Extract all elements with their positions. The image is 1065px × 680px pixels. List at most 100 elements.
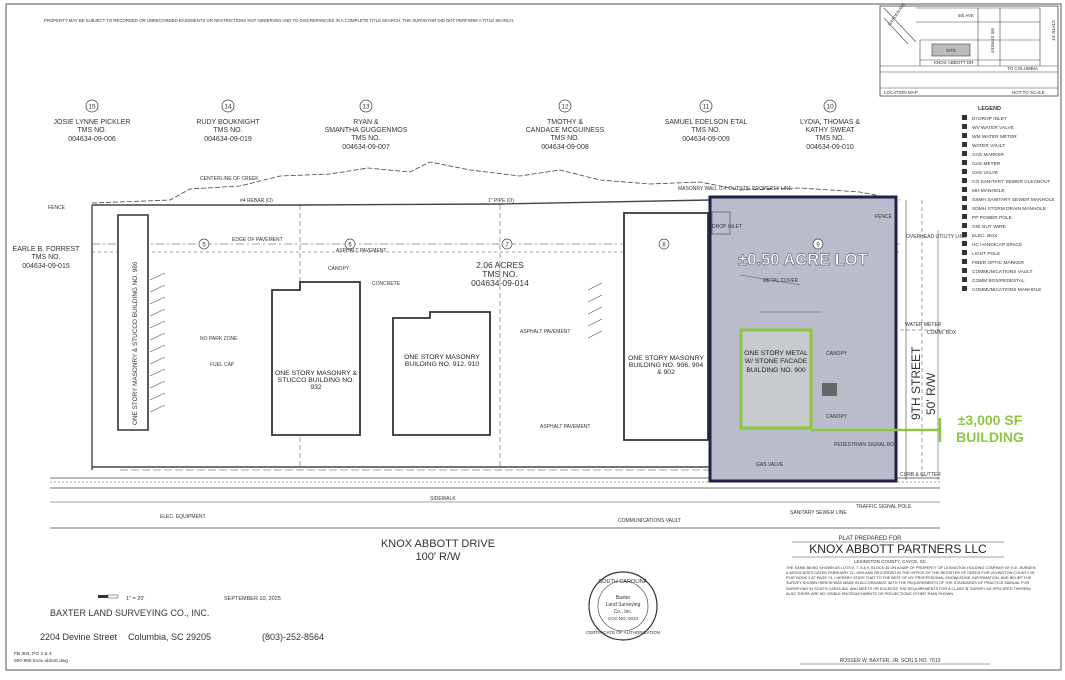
legend-item: WV WATER VALVE [962, 124, 1014, 131]
surveyor-seal [588, 571, 658, 641]
legend-symbol [962, 133, 967, 138]
legend-symbol [962, 205, 967, 210]
label-pipe: 1" PIPE (O) [488, 198, 514, 204]
legend-item: GAS MARKER [962, 151, 1005, 158]
owner-name: TMOTHY & [547, 119, 583, 126]
legend-symbol [962, 223, 967, 228]
building-986: ONE STORY MASONRY & STUCCO BUILDING NO. … [117, 214, 149, 431]
label-metal-cover: METAL COVER [763, 278, 799, 284]
legend-symbol [962, 241, 967, 246]
knox-abbott-name: KNOX ABBOTT DRIVE [381, 538, 495, 550]
label-comm-vault: COMMUNICATIONS VAULT [618, 518, 681, 524]
owner-number: 10 [826, 104, 834, 111]
legend-label: GAS VALVE [972, 170, 998, 176]
legend-item: GW GUY WIRE [962, 223, 1006, 230]
owner-name: KATHY SWEAT [805, 127, 855, 134]
svg-text:7: 7 [505, 243, 509, 249]
legend-symbol [962, 151, 967, 156]
legend-item: ELEC. BOX [962, 232, 998, 239]
parcel-id: 004634-09-014 [471, 278, 529, 288]
owner-number: 11 [703, 104, 710, 111]
west-owner: EARLE B. FORREST TMS NO. 004634-09-015 [13, 246, 81, 270]
legend-label: GW GUY WIRE [972, 224, 1006, 230]
building-912: ONE STORY MASONRY BUILDING NO. 912, 910 [392, 311, 491, 436]
parcel-acres: 2.06 ACRES [476, 260, 524, 270]
owner-tms: TMS NO. [77, 127, 106, 134]
label-canopy-3: CANOPY [826, 414, 848, 420]
location-to-columbia: TO COLUMBIA [1007, 66, 1038, 71]
label-drop-inlet: DROP INLET [712, 224, 742, 230]
label-sewer: SANITARY SEWER LINE [790, 510, 847, 516]
legend-label: WATER VAULT [972, 143, 1005, 149]
legend-symbol [962, 232, 967, 237]
label-water-meter: WATER METER [905, 322, 942, 328]
legend-item: MH MANHOLE [962, 187, 1005, 194]
legend-symbol [962, 268, 967, 273]
seal-line2: Land Surveying [606, 602, 641, 608]
legend-label: LIGHT POLE [972, 251, 1000, 257]
owner-name: JOSIE LYNNE PICKLER [54, 119, 131, 126]
location-map: SITE 5th AVE KNOX ABBOTT DR. TO COLUMBIA… [879, 1, 1059, 97]
knox-abbott-row: 100' R/W [416, 551, 462, 563]
label-masonry-wall: MASONRY WALL 0.4' OUTSIDE PROPERTY LINE [678, 186, 793, 192]
svg-text:6: 6 [348, 243, 352, 249]
label-elec-equip: ELEC. EQUIPMENT [160, 514, 206, 520]
lot-label: ±0.50 ACRE LOT [738, 251, 867, 269]
label-no-park: NO PARK ZONE [200, 336, 238, 342]
legend-title: LEGEND [978, 106, 1001, 112]
building-size-callout: ±3,000 SF [958, 412, 1023, 428]
label-concrete-1: CONCRETE [372, 281, 401, 287]
legend-symbol [962, 250, 967, 255]
label-asphalt-3: ASPHALT PAVEMENT [540, 424, 590, 430]
label-fence-2: FENCE [875, 214, 893, 220]
seal-top: SOUTH CAROLINA [599, 579, 648, 585]
svg-text:9: 9 [816, 243, 820, 249]
surveyor-signature: ROSSER W. BAXTER, JR. SCRLS NO. 7613 [840, 658, 941, 664]
owner-number: 13 [362, 104, 370, 111]
location-state-st: STATE ST [1051, 20, 1056, 41]
pad [822, 383, 837, 396]
seal-line1: Baxter [616, 595, 631, 601]
legend-item: CO SANITARY SEWER CLEANOUT [962, 178, 1050, 185]
owner-id: 004634-09-007 [342, 144, 390, 151]
parcel-tms: TMS NO. [482, 269, 517, 279]
legend-symbol [962, 214, 967, 219]
building-912-label: ONE STORY MASONRY BUILDING NO. 912, 910 [404, 354, 480, 368]
owner-name: CANDACE MCGUINESS [526, 127, 605, 134]
lot-number-9: 9 [812, 238, 824, 250]
legend-symbol [962, 286, 967, 291]
location-road: KNOX ABBOTT DR. [934, 60, 975, 65]
owner-number: 14 [224, 104, 232, 111]
building-932: ONE STORY MASONRY & STUCCO BUILDING NO. … [271, 281, 361, 436]
legend-label: DI DROP INLET [972, 116, 1007, 122]
legend-item: COMM BOX/PEDESTAL [962, 277, 1025, 284]
site-annotations: FENCE EDGE OF PAVEMENT CENTERLINE OF CRE… [48, 176, 967, 524]
label-canopy-2: CANOPY [826, 351, 848, 357]
surveyor-phone: (803)-252-8564 [262, 632, 324, 642]
owner-name: LYDIA, THOMAS & [800, 119, 860, 126]
label-rebar-1: #4 REBAR (O) [240, 198, 273, 204]
ninth-street-row: 50' R/W [924, 372, 938, 415]
owner-id: 004634-09-019 [204, 136, 252, 143]
building-906-label: ONE STORY MASONRY BUILDING NO. 906, 904 … [628, 355, 704, 376]
legend-item: GAS METER [962, 160, 1001, 167]
legend-item: FIBER OPTIC MARKER [962, 259, 1025, 266]
legend-label: ELEC. BOX [972, 233, 998, 239]
owner-id: 004634-09-010 [806, 144, 854, 151]
owner-name: SAMUEL EDELSON ETAL [665, 119, 748, 126]
legend-label: MH MANHOLE [972, 188, 1005, 194]
legend-item: WATER VAULT [962, 142, 1005, 149]
legend-label: PP POWER POLE [972, 215, 1012, 221]
owner-tms: TMS NO. [213, 127, 242, 134]
surveyor-company: BAXTER LAND SURVEYING CO., INC. [50, 608, 209, 618]
legend-label: WV WATER VALVE [972, 125, 1014, 131]
plat-prepared-for: PLAT PREPARED FOR [838, 536, 902, 542]
survey-date: SEPTEMBER 10, 2025 [224, 596, 281, 602]
surveyor-city: Columbia, SC 29205 [128, 632, 211, 642]
legend-symbol [962, 196, 967, 201]
